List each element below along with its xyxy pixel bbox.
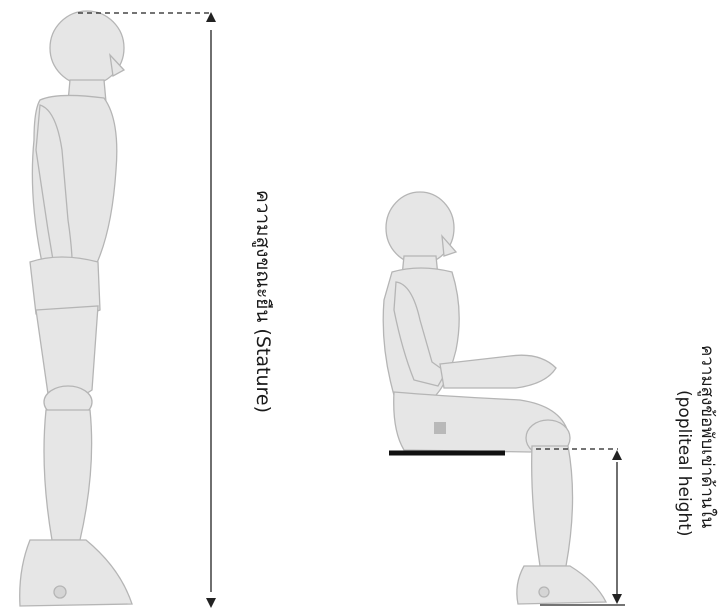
seated-shin: [532, 446, 573, 566]
standing-foot: [20, 540, 132, 606]
standing-thigh: [36, 306, 98, 398]
seated-forearm: [440, 355, 556, 388]
stature-label: ความสูงขณะยืน (Stature): [253, 190, 272, 413]
popliteal-arrow-head-bottom: [612, 594, 622, 604]
seated-foot: [517, 566, 606, 604]
popliteal-arrow-head-top: [612, 450, 622, 460]
popliteal-label-line2: (popliteal height): [675, 390, 692, 537]
stature-arrow-head-bottom: [206, 598, 216, 608]
seated-mannequin: [383, 192, 606, 604]
standing-mannequin: [20, 11, 132, 606]
popliteal-label-line1: ความสูงข้อพับเข่าด้านใน: [698, 345, 715, 528]
standing-shin: [44, 410, 92, 540]
